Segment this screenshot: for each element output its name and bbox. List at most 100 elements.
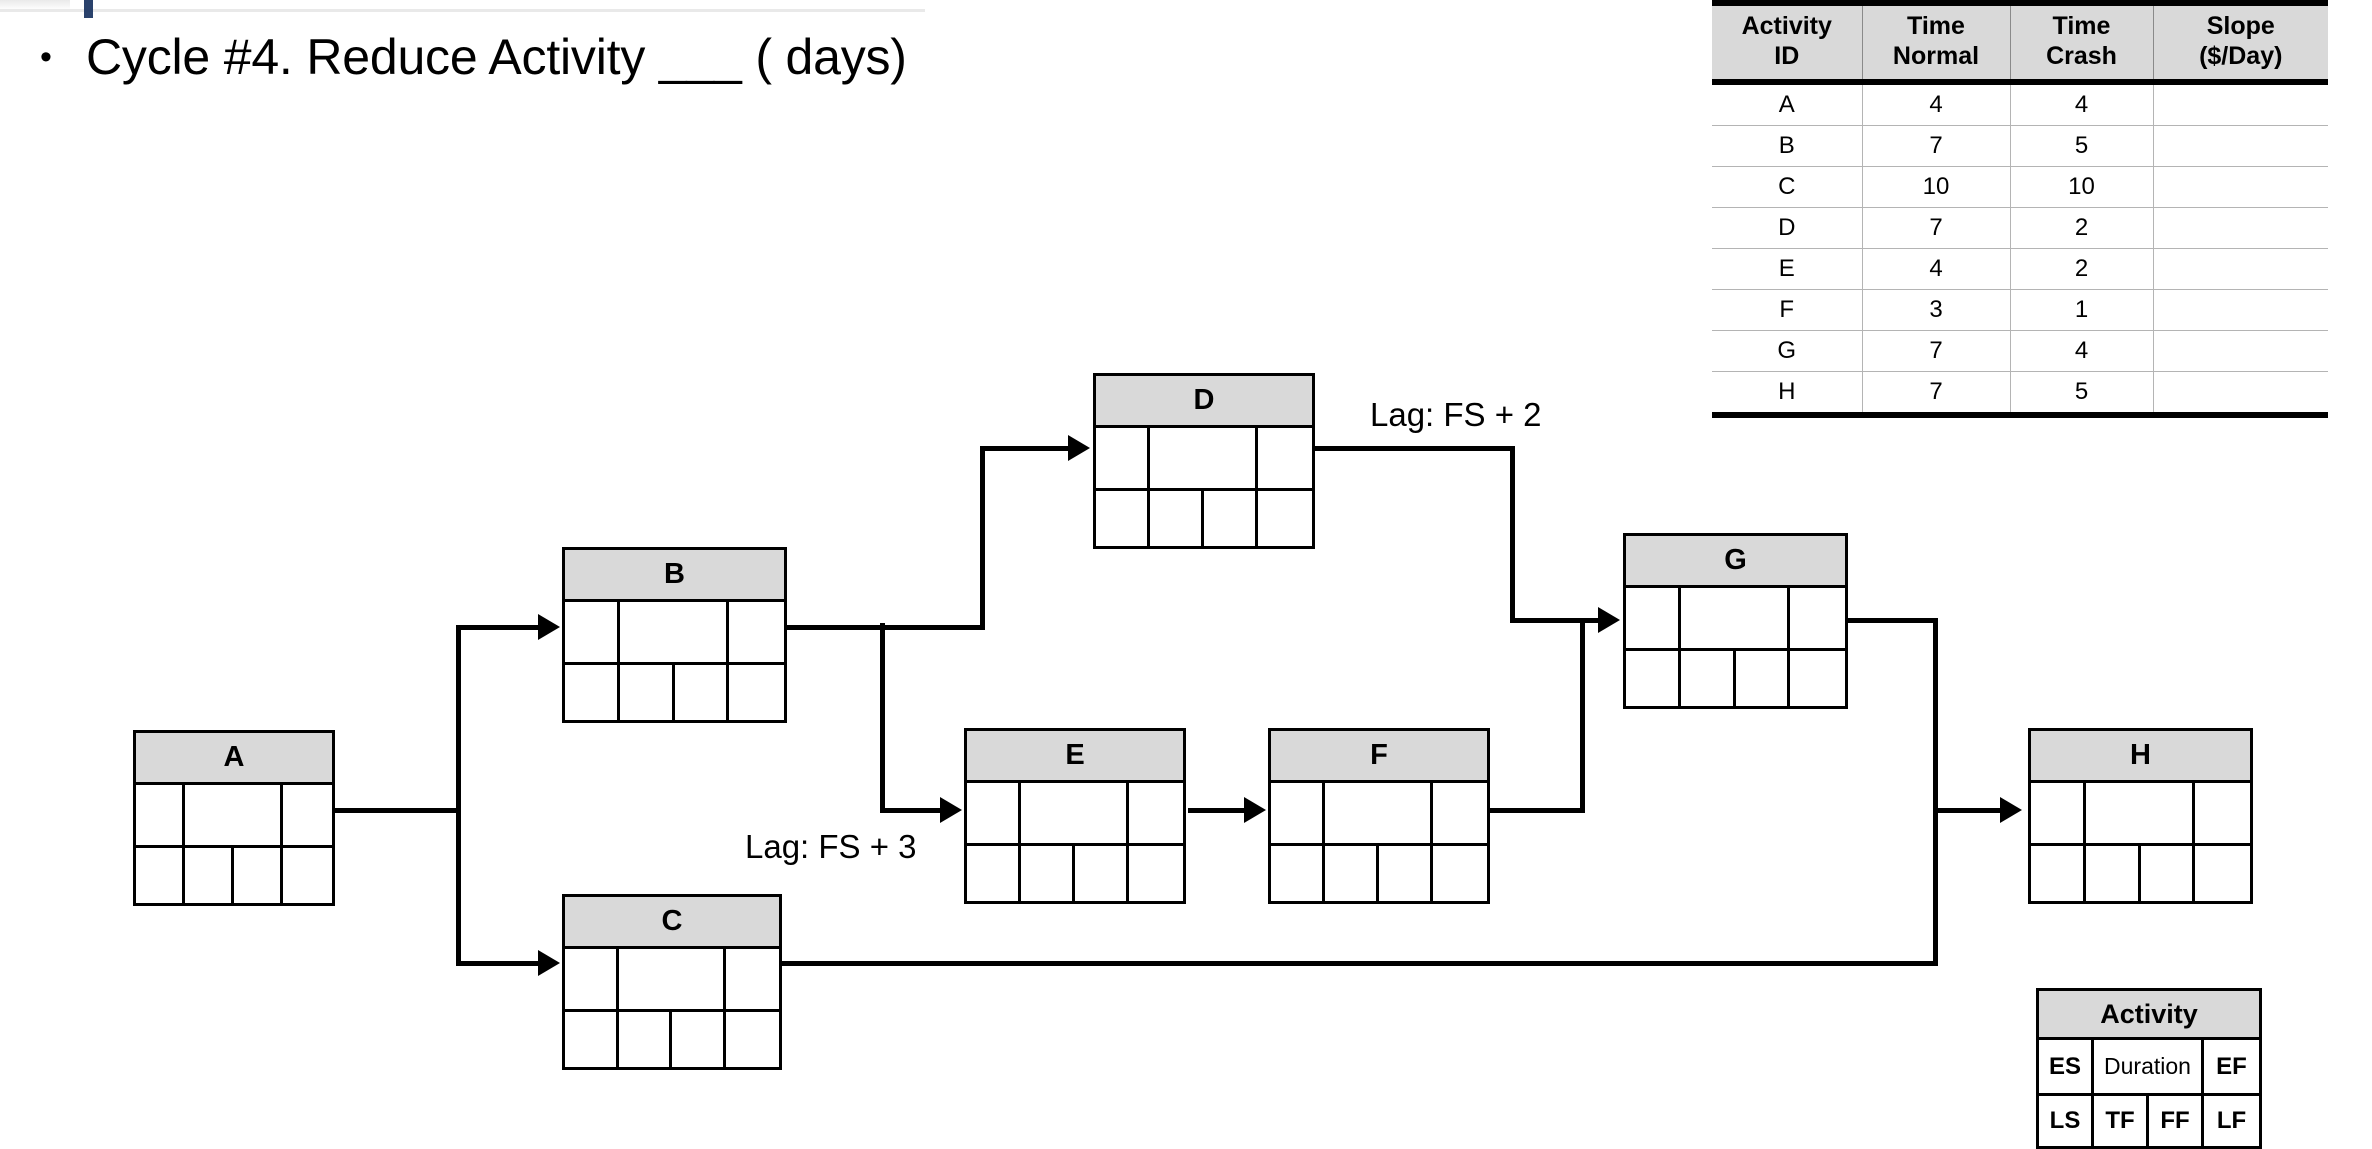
cell-time-normal: 4: [1861, 82, 2010, 126]
cell-activity-id: D: [1712, 207, 1862, 249]
node-g-duration[interactable]: [1681, 588, 1791, 648]
cell-slope[interactable]: [2152, 371, 2328, 418]
node-c-ef[interactable]: [726, 949, 780, 1009]
activity-node-e[interactable]: E: [964, 728, 1186, 904]
cell-slope[interactable]: [2152, 207, 2328, 249]
node-a-lf[interactable]: [283, 848, 332, 905]
node-f-es[interactable]: [1271, 783, 1325, 843]
node-b-es[interactable]: [565, 602, 620, 662]
table-row: E 4 2: [1712, 248, 2328, 290]
heading-text: Cycle #4. Reduce Activity ___ ( days): [86, 29, 907, 85]
cell-slope[interactable]: [2152, 82, 2328, 126]
cell-time-normal: 10: [1861, 166, 2010, 208]
activity-node-d[interactable]: D: [1093, 373, 1315, 549]
table-header-row: Activity ID Time Normal Time Crash Slope…: [1712, 0, 2328, 85]
node-a-ff[interactable]: [234, 848, 283, 905]
node-b-tf[interactable]: [620, 665, 675, 722]
node-a-es[interactable]: [136, 785, 185, 845]
arrowhead-into-d: [1068, 435, 1090, 461]
node-g-lf[interactable]: [1790, 651, 1845, 708]
node-c-ff[interactable]: [672, 1012, 726, 1069]
node-e-duration[interactable]: [1021, 783, 1129, 843]
legend-lf: LF: [2216, 1107, 2247, 1134]
node-g-ls[interactable]: [1626, 651, 1681, 708]
cell-slope[interactable]: [2152, 289, 2328, 331]
node-h-tf[interactable]: [2086, 846, 2141, 903]
node-e-es[interactable]: [967, 783, 1021, 843]
node-h-es[interactable]: [2031, 783, 2086, 843]
node-f-ff[interactable]: [1379, 846, 1433, 903]
table-row: H 7 5: [1712, 371, 2328, 418]
node-d-duration[interactable]: [1150, 428, 1258, 488]
activity-node-h[interactable]: H: [2028, 728, 2253, 904]
node-c-es[interactable]: [565, 949, 619, 1009]
node-g-es[interactable]: [1626, 588, 1681, 648]
node-b-ff[interactable]: [675, 665, 730, 722]
node-f-ls[interactable]: [1271, 846, 1325, 903]
node-e-tf[interactable]: [1021, 846, 1075, 903]
cell-time-crash: 5: [2009, 371, 2153, 418]
node-g-ff[interactable]: [1736, 651, 1791, 708]
col-header-slope: Slope ($/Day): [2152, 0, 2328, 85]
node-e-ff[interactable]: [1075, 846, 1129, 903]
node-c-lf[interactable]: [726, 1012, 780, 1069]
connector-a-to-c: [456, 961, 538, 966]
arrowhead-into-c: [538, 950, 560, 976]
node-label-h: H: [2031, 731, 2250, 783]
node-a-ef[interactable]: [283, 785, 332, 845]
node-label-c: C: [565, 897, 779, 949]
cell-slope[interactable]: [2152, 248, 2328, 290]
node-d-ls[interactable]: [1096, 491, 1150, 548]
activity-node-b[interactable]: B: [562, 547, 787, 723]
bullet-icon: •: [40, 38, 52, 76]
node-c-ls[interactable]: [565, 1012, 619, 1069]
activity-node-g[interactable]: G: [1623, 533, 1848, 709]
node-c-tf[interactable]: [619, 1012, 672, 1069]
node-a-tf[interactable]: [185, 848, 234, 905]
cell-activity-id: G: [1712, 330, 1862, 372]
node-e-ef[interactable]: [1129, 783, 1183, 843]
table-row: B 7 5: [1712, 125, 2328, 167]
activity-node-a[interactable]: A: [133, 730, 335, 906]
node-h-duration[interactable]: [2086, 783, 2196, 843]
node-label-g: G: [1626, 536, 1845, 588]
node-d-ff[interactable]: [1204, 491, 1258, 548]
node-g-ef[interactable]: [1790, 588, 1845, 648]
arrowhead-into-e: [940, 797, 962, 823]
node-f-lf[interactable]: [1433, 846, 1487, 903]
text-cursor-icon: [84, 0, 93, 18]
node-d-tf[interactable]: [1150, 491, 1204, 548]
lag-label-b-e: Lag: FS + 3: [745, 828, 917, 865]
node-h-ff[interactable]: [2141, 846, 2196, 903]
table-row: D 7 2: [1712, 207, 2328, 249]
cell-slope[interactable]: [2152, 166, 2328, 208]
cell-slope[interactable]: [2152, 330, 2328, 372]
node-c-duration[interactable]: [619, 949, 726, 1009]
node-d-ef[interactable]: [1258, 428, 1312, 488]
col-header-activity-id: Activity ID: [1712, 0, 1863, 85]
node-b-duration[interactable]: [620, 602, 730, 662]
node-d-lf[interactable]: [1258, 491, 1312, 548]
node-a-ls[interactable]: [136, 848, 185, 905]
cell-slope[interactable]: [2152, 125, 2328, 167]
node-b-ef[interactable]: [729, 602, 784, 662]
node-f-ef[interactable]: [1433, 783, 1487, 843]
node-b-ls[interactable]: [565, 665, 620, 722]
legend-ff: FF: [2149, 1096, 2204, 1146]
node-b-lf[interactable]: [729, 665, 784, 722]
node-f-duration[interactable]: [1325, 783, 1433, 843]
node-e-lf[interactable]: [1129, 846, 1183, 903]
node-e-ls[interactable]: [967, 846, 1021, 903]
activity-node-c[interactable]: C: [562, 894, 782, 1070]
node-a-duration[interactable]: [185, 785, 283, 845]
activity-node-f[interactable]: F: [1268, 728, 1490, 904]
connector-b-down-to-e: [880, 623, 885, 813]
arrowhead-into-g: [1598, 607, 1620, 633]
node-h-lf[interactable]: [2195, 846, 2250, 903]
node-h-ls[interactable]: [2031, 846, 2086, 903]
node-h-ef[interactable]: [2195, 783, 2250, 843]
node-g-tf[interactable]: [1681, 651, 1736, 708]
node-d-es[interactable]: [1096, 428, 1150, 488]
lag-label-d-g: Lag: FS + 2: [1370, 396, 1542, 433]
node-f-tf[interactable]: [1325, 846, 1379, 903]
